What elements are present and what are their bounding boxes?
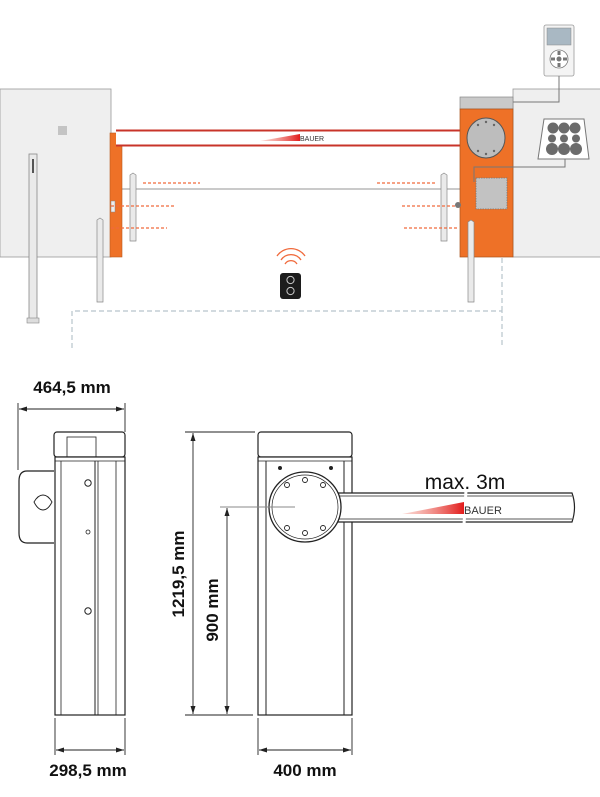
dimension-lines <box>17 403 353 755</box>
solar-cable <box>473 159 566 182</box>
side-view <box>18 431 126 716</box>
boom-hub <box>466 117 506 159</box>
dimension-total-depth: 464,5 mm <box>33 378 111 397</box>
tall-post-display <box>32 159 34 173</box>
wireless-signal-icon <box>276 247 306 265</box>
programmer-cable <box>513 76 560 103</box>
front-boom-logo: BAUER <box>464 505 502 517</box>
control-board <box>475 177 508 210</box>
programmer-device-icon <box>543 24 575 77</box>
right-wall <box>512 88 600 258</box>
installation-scene: BAUER <box>0 24 600 348</box>
tall-post <box>28 153 38 323</box>
side-cap <box>53 431 126 458</box>
front-hub-bolts <box>284 477 326 536</box>
front-view: BAUER <box>257 431 576 716</box>
boom-logo: BAUER <box>300 136 324 143</box>
dimension-boom-length: max. 3m <box>425 471 506 494</box>
dimension-body-width: 400 mm <box>273 761 336 780</box>
left-wall <box>0 88 112 258</box>
front-cap <box>257 431 353 458</box>
photocell-posts <box>96 172 475 303</box>
side-motor-housing <box>18 470 54 544</box>
photocell-post <box>467 219 475 303</box>
photocell-post <box>96 217 104 303</box>
barrier-cabinet-cap <box>459 96 514 110</box>
induction-loop <box>71 258 503 348</box>
technical-drawing: BAUER <box>17 403 576 755</box>
dimension-total-height: 1219,5 mm <box>169 531 188 618</box>
front-logo-wedge <box>402 502 464 514</box>
dimension-arrows <box>19 406 351 753</box>
side-body <box>54 456 126 716</box>
tall-post-base <box>26 317 40 324</box>
hub-bolts <box>476 120 496 156</box>
photocell-post <box>440 172 448 242</box>
dimension-body-depth: 298,5 mm <box>49 761 127 780</box>
photocell-lens <box>455 202 461 208</box>
photocell-post <box>129 172 137 242</box>
dimension-boom-axis-height: 900 mm <box>203 578 222 641</box>
left-wall-square <box>58 126 67 135</box>
boom-logo-wedge <box>260 134 300 141</box>
receiving-post <box>109 132 123 258</box>
remote-control-icon <box>280 273 301 299</box>
side-housing-emblem <box>33 494 53 511</box>
solar-panel-icon <box>537 118 590 160</box>
infrared-beams <box>111 182 458 229</box>
